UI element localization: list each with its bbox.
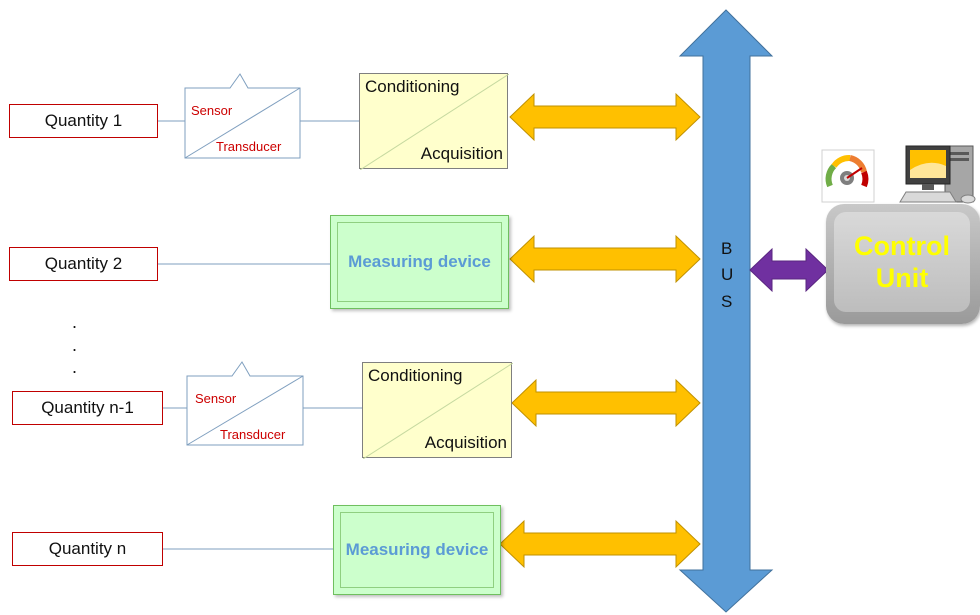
bus-letter-s: S [721, 292, 733, 311]
quantity-1-box: Quantity 1 [9, 104, 158, 138]
control-unit-face: Control Unit [834, 212, 970, 312]
bus-letter-u: U [721, 265, 734, 284]
measuring-device-n: Measuring device [333, 505, 501, 595]
conditioning-n-1-label: Conditioning [368, 366, 463, 385]
sensor-transducer-1 [184, 73, 301, 159]
ellipsis-dot-1: . [72, 312, 78, 332]
transducer-1-label: Transducer [216, 139, 282, 154]
bus-arrow [678, 9, 774, 613]
control-unit: Control Unit [826, 204, 980, 324]
quantity-2-label: Quantity 2 [44, 254, 123, 273]
gauge-icon [821, 149, 875, 203]
quantity-n-label: Quantity n [48, 539, 127, 558]
sensor-1-label: Sensor [191, 103, 233, 118]
measuring-device-n-label: Measuring device [340, 512, 494, 588]
transducer-n-1-label: Transducer [220, 427, 286, 442]
quantity-2-box: Quantity 2 [9, 247, 158, 281]
measuring-device-2-label: Measuring device [337, 222, 502, 302]
control-unit-line2: Unit [875, 263, 929, 293]
quantity-n-1-box: Quantity n-1 [12, 391, 163, 425]
sensor-n-1-label: Sensor [195, 391, 237, 406]
bus-letter-b: B [721, 239, 733, 258]
conditioning-acquisition-1: Conditioning Acquisition [359, 73, 509, 170]
diagonal-line [360, 74, 509, 170]
computer-icon [899, 145, 976, 204]
quantity-1-label: Quantity 1 [44, 111, 123, 130]
quantity-n-box: Quantity n [12, 532, 163, 566]
sensor-transducer-n-1 [186, 361, 304, 446]
acquisition-n-1-label: Acquisition [424, 433, 507, 452]
measuring-device-2: Measuring device [330, 215, 509, 309]
data-arrow-4 [499, 519, 701, 569]
data-arrow-1 [509, 92, 701, 142]
quantity-n-1-label: Quantity n-1 [41, 398, 134, 417]
control-unit-line1: Control [854, 231, 950, 261]
control-arrow [749, 247, 829, 293]
data-arrow-2 [509, 234, 701, 284]
data-arrow-3 [511, 378, 701, 428]
acquisition-1-label: Acquisition [420, 144, 503, 163]
conditioning-acquisition-n-1: Conditioning Acquisition [362, 362, 513, 459]
conditioning-1-label: Conditioning [365, 77, 460, 96]
ellipsis-dot-2: . [72, 335, 78, 355]
ellipsis-dot-3: . [72, 357, 78, 377]
diagonal-line [363, 363, 513, 459]
